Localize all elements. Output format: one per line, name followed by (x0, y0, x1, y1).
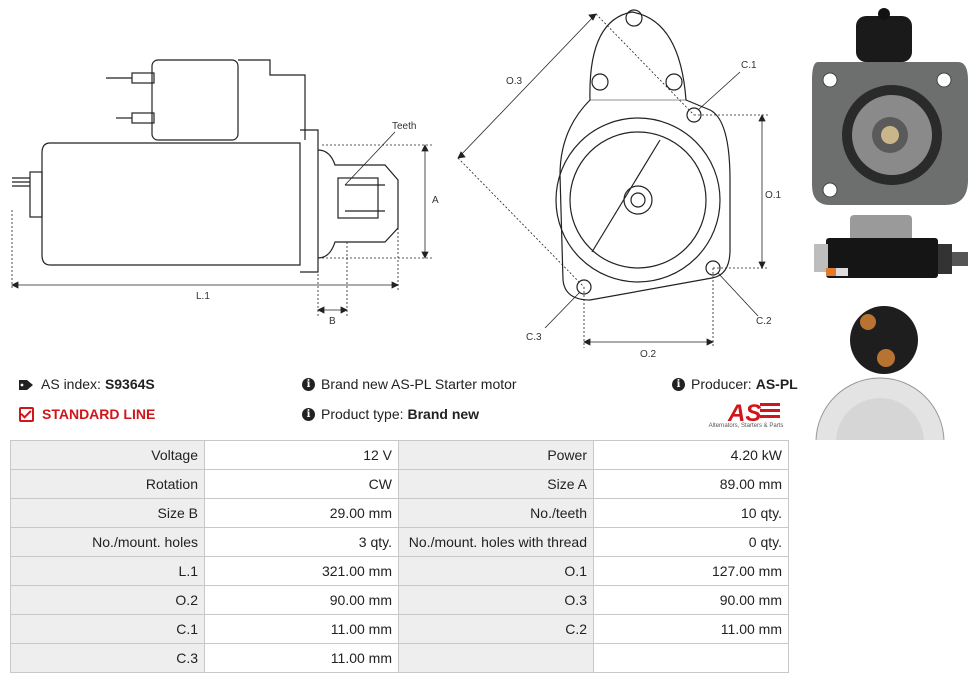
description: i Brand new AS-PL Starter motor (302, 376, 517, 392)
product-type-label: Product type: (321, 406, 404, 422)
spec-key: C.1 (10, 614, 205, 644)
tag-icon (19, 378, 35, 390)
info-icon: i (302, 407, 315, 421)
logo-subtitle: Alternators, Starters & Parts (708, 423, 784, 429)
spec-value: 29.00 mm (204, 498, 399, 528)
spec-key: Size A (398, 469, 594, 499)
dim-c1-label: C.1 (741, 60, 757, 71)
spec-value (593, 643, 789, 673)
producer: i Producer: AS-PL (672, 376, 798, 392)
producer-value: AS-PL (755, 376, 798, 392)
standard-line: STANDARD LINE (19, 406, 155, 422)
spec-key: C.2 (398, 614, 594, 644)
spec-key: No./mount. holes (10, 527, 205, 557)
dim-o3-label: O.3 (506, 76, 523, 87)
front-view-drawing (555, 9, 731, 301)
dim-o2-label: O.2 (640, 349, 657, 360)
description-text: Brand new AS-PL Starter motor (321, 376, 517, 392)
checkbox-icon (19, 406, 34, 422)
technical-drawing: Teeth A L.1 B O. (11, 8, 968, 440)
dim-c2-label: C.2 (756, 316, 772, 327)
product-type-value: Brand new (407, 406, 480, 422)
producer-label: Producer: (691, 376, 752, 392)
spec-key: O.2 (10, 585, 205, 615)
spec-key: Rotation (10, 469, 205, 499)
spec-value: 0 qty. (593, 527, 789, 557)
info-icon: i (302, 377, 315, 391)
spec-key: Voltage (10, 440, 205, 470)
standard-line-label: STANDARD LINE (42, 406, 156, 422)
product-photo-side-small (814, 215, 968, 278)
spec-key: O.1 (398, 556, 594, 586)
as-index-value: S9364S (104, 376, 155, 392)
side-view-drawing (12, 59, 399, 273)
spec-key: L.1 (10, 556, 205, 586)
spec-value: 4.20 kW (593, 440, 789, 470)
spec-value: 11.00 mm (593, 614, 789, 644)
spec-key (398, 643, 594, 673)
spec-value: 127.00 mm (593, 556, 789, 586)
spec-key: No./teeth (398, 498, 594, 528)
dim-o1-label: O.1 (765, 190, 782, 201)
dim-b-label: B (329, 316, 336, 327)
as-pl-logo: AS (727, 400, 780, 427)
as-index-label: AS index: (41, 376, 101, 392)
spec-value: CW (204, 469, 399, 499)
spec-value: 90.00 mm (593, 585, 789, 615)
spec-value: 89.00 mm (593, 469, 789, 499)
as-index: AS index: S9364S (19, 376, 155, 392)
spec-value: 3 qty. (204, 527, 399, 557)
spec-key: Power (398, 440, 594, 470)
product-photo-front (812, 8, 968, 205)
dim-c3-label: C.3 (526, 332, 542, 343)
spec-value: 321.00 mm (204, 556, 399, 586)
dim-a-label: A (432, 195, 439, 206)
product-photo-rear (815, 306, 945, 440)
spec-key: O.3 (398, 585, 594, 615)
spec-value: 12 V (204, 440, 399, 470)
info-icon: i (672, 377, 685, 391)
spec-value: 11.00 mm (204, 643, 399, 673)
dim-l1-label: L.1 (196, 291, 210, 302)
spec-key: No./mount. holes with thread (398, 527, 594, 557)
product-type: i Product type: Brand new (302, 406, 479, 422)
front-view-dimensions (457, 13, 768, 348)
spec-key: C.3 (10, 643, 205, 673)
spec-value: 11.00 mm (204, 614, 399, 644)
logo-text: AS (727, 400, 761, 427)
spec-key: Size B (10, 498, 205, 528)
spec-value: 10 qty. (593, 498, 789, 528)
side-view-dimensions (11, 131, 432, 318)
spec-value: 90.00 mm (204, 585, 399, 615)
teeth-label: Teeth (392, 121, 416, 132)
